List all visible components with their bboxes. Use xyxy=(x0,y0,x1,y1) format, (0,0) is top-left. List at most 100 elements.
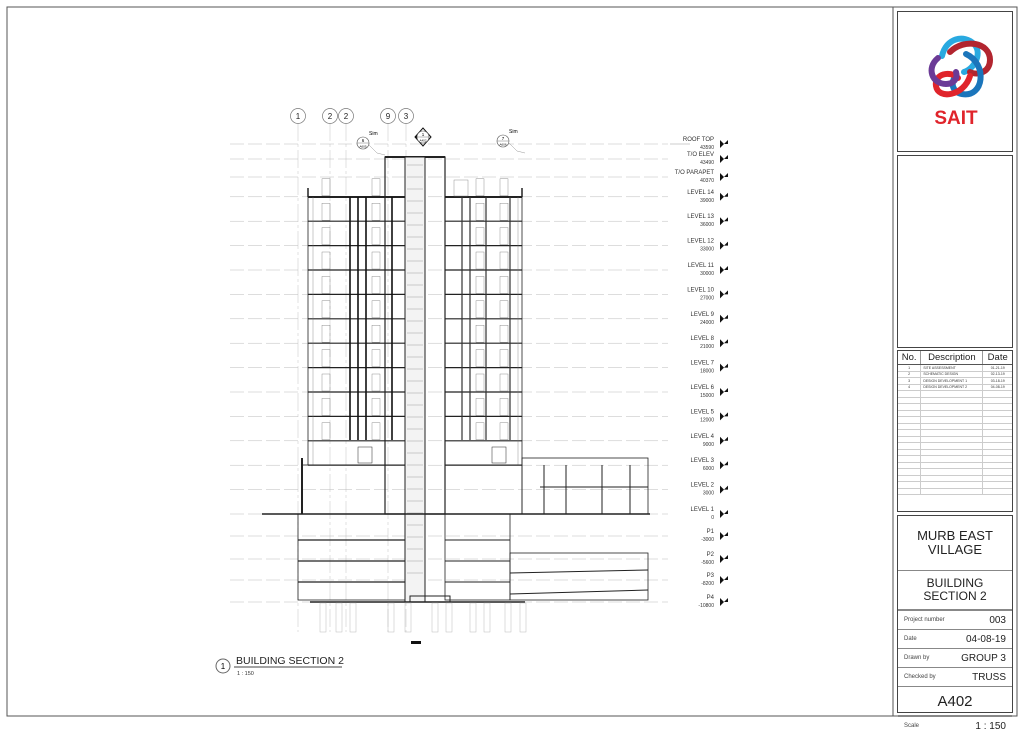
level-elevation: 30000 xyxy=(700,271,714,277)
level-marker-icon xyxy=(720,485,728,494)
level-marker-icon xyxy=(720,266,728,274)
level-elevation: 9000 xyxy=(703,442,714,448)
ramp xyxy=(509,569,649,574)
level-marker-shape xyxy=(720,155,724,163)
level-name: LEVEL 14 xyxy=(687,190,714,196)
level-marker-shape xyxy=(724,576,728,580)
door xyxy=(475,373,485,392)
revision-row xyxy=(898,455,1012,463)
revision-cell: 03-18-19 xyxy=(982,377,1012,385)
revision-row xyxy=(898,462,1012,469)
level-marker-shape xyxy=(724,241,728,246)
revision-cell xyxy=(982,449,1012,456)
level-marker-icon xyxy=(720,290,728,299)
checked-by-label: Checked by xyxy=(904,674,936,680)
level-elevation: 15000 xyxy=(700,393,714,399)
pile xyxy=(319,602,327,633)
right-low-building xyxy=(521,457,649,515)
revision-cell xyxy=(898,488,922,495)
door xyxy=(499,300,509,318)
level-marker-shape xyxy=(724,217,728,222)
sheet-border xyxy=(6,6,1018,717)
level-marker-shape xyxy=(720,192,724,201)
revision-cell xyxy=(920,468,984,476)
door xyxy=(499,422,509,440)
view-number: 1 xyxy=(221,662,226,671)
level-name: LEVEL 8 xyxy=(691,336,715,342)
level-elevation: 40370 xyxy=(700,178,714,184)
door xyxy=(475,398,485,416)
revision-cell xyxy=(982,475,1012,482)
level-elevation: 18000 xyxy=(700,369,714,375)
revision-cell xyxy=(920,475,984,482)
revision-cell xyxy=(920,462,984,469)
revision-cell xyxy=(898,416,922,424)
door xyxy=(475,202,485,221)
door xyxy=(475,178,485,197)
revision-cell: DESIGN DEVELOPMENT 1 xyxy=(920,377,984,385)
level-marker-shape xyxy=(720,217,724,226)
grid-label: 1 xyxy=(296,112,301,121)
scale-value: 1 : 150 xyxy=(975,720,1006,732)
revision-cell xyxy=(920,423,984,430)
level-marker-shape xyxy=(720,436,724,445)
callout-number: 1 xyxy=(422,132,425,137)
level-lines xyxy=(230,143,690,603)
level-marker-shape xyxy=(720,576,724,584)
door xyxy=(475,276,485,294)
door xyxy=(475,325,485,343)
revision-cell xyxy=(920,410,984,417)
callout-leader xyxy=(368,144,386,156)
revision-cell: 02-13-19 xyxy=(982,371,1012,378)
door xyxy=(475,227,485,245)
revision-cell xyxy=(982,423,1012,430)
door xyxy=(499,398,509,416)
level-marker-shape xyxy=(724,598,728,602)
ramp-basement xyxy=(509,552,649,601)
revision-cell xyxy=(920,390,984,398)
revision-row xyxy=(898,442,1012,450)
revision-row xyxy=(898,468,1012,476)
door xyxy=(499,349,509,367)
revision-row xyxy=(898,449,1012,456)
level-name: P1 xyxy=(707,529,715,535)
pile xyxy=(483,602,491,633)
level-marker-icon xyxy=(720,173,728,181)
revision-cell xyxy=(920,436,984,443)
level-marker-shape xyxy=(724,363,728,368)
door xyxy=(475,300,485,318)
level-marker-shape xyxy=(720,314,724,323)
level-marker-icon xyxy=(720,576,728,584)
revision-row xyxy=(898,475,1012,482)
pile xyxy=(469,602,477,633)
section-mark xyxy=(411,641,421,644)
grid-label: 3 xyxy=(404,112,409,121)
revision-row xyxy=(898,481,1012,489)
revision-cell xyxy=(898,455,922,463)
level-marker-shape xyxy=(724,532,728,536)
revision-cell xyxy=(920,403,984,411)
window xyxy=(371,300,381,318)
pile xyxy=(504,602,512,633)
blank-box xyxy=(897,155,1013,348)
revision-cell xyxy=(898,410,922,417)
level-name: P2 xyxy=(707,552,715,558)
window xyxy=(321,227,331,245)
revision-row xyxy=(898,390,1012,398)
level-marker-shape xyxy=(724,412,728,417)
revision-cell: 3 xyxy=(898,377,922,385)
door xyxy=(475,422,485,440)
revision-cell xyxy=(898,442,922,450)
revision-row xyxy=(898,488,1012,495)
revision-row xyxy=(898,416,1012,424)
door xyxy=(499,202,509,221)
date-label: Date xyxy=(904,636,917,642)
checked-by-value: TRUSS xyxy=(972,671,1006,683)
